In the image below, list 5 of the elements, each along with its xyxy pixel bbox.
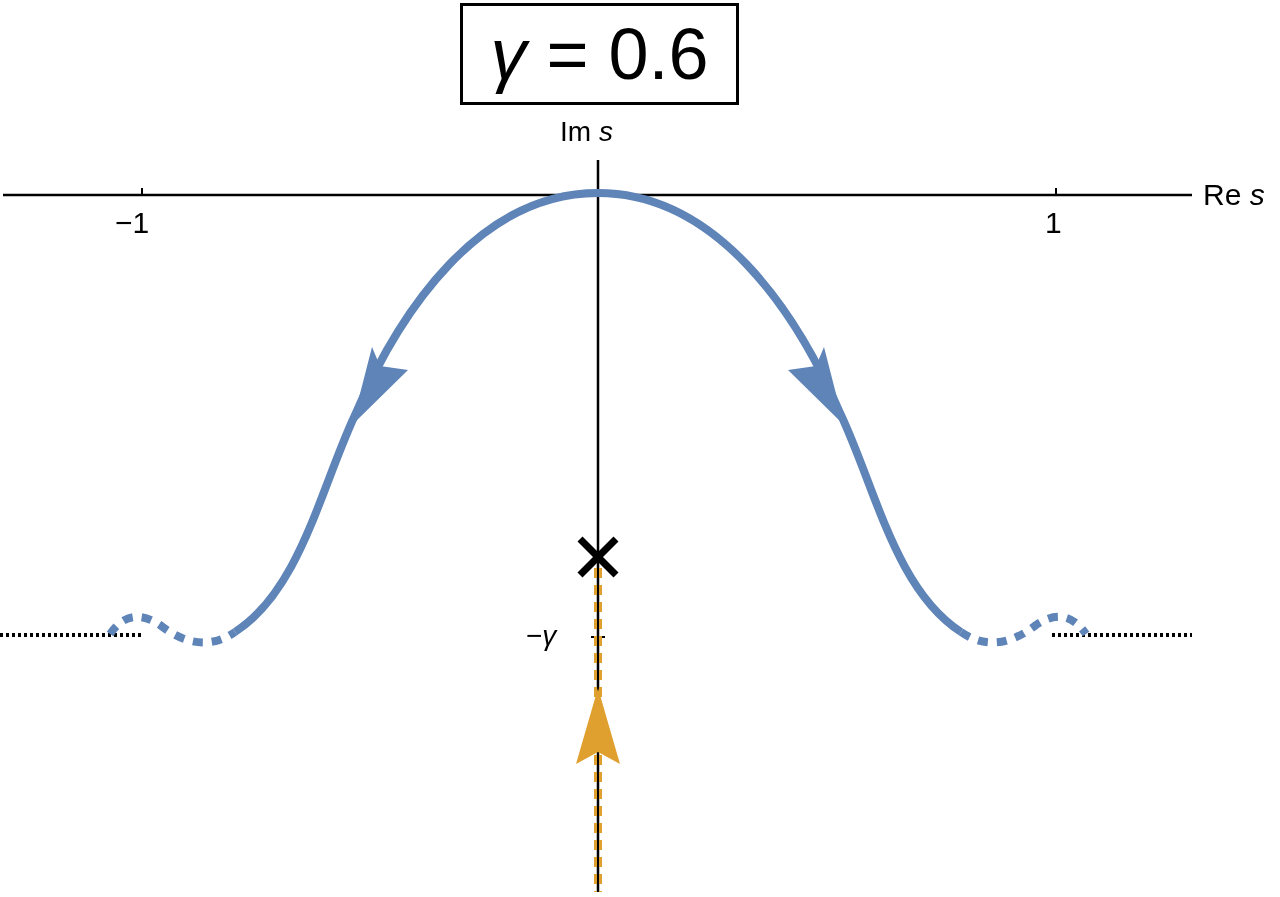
title: γ = 0.6 <box>460 3 739 105</box>
axis-label: Re s <box>1203 180 1265 210</box>
tick-label: 1 <box>1045 208 1062 238</box>
axis-label: Im s <box>560 118 613 146</box>
tick-label: −1 <box>115 208 150 238</box>
